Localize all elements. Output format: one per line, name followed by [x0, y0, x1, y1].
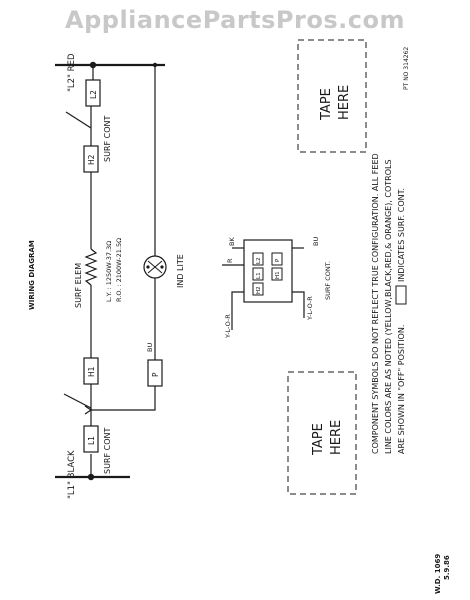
control-h2-label: H2	[256, 286, 262, 294]
main-circuit	[55, 61, 167, 481]
tape-left-line1: TAPE	[311, 423, 326, 456]
watermark: AppliancePartsPros.com	[65, 6, 405, 34]
control-y-left-lead	[231, 291, 244, 330]
control-h1-label: H1	[275, 271, 281, 279]
tape-right-dashed-box	[297, 39, 367, 153]
diagram-title: WIRING DIAGRAM	[28, 240, 36, 310]
control-bu-label: BU	[312, 237, 320, 246]
footer-wd-number: W.D. 1069	[434, 554, 442, 594]
tape-left-dashed-box	[287, 371, 357, 495]
note-line-1: COMPONENT SYMBOLS DO NOT REFLECT TRUE CO…	[371, 153, 380, 454]
ind-lite-filament-b	[147, 260, 163, 274]
surf-elem-label: SURF ELEM	[74, 263, 83, 308]
control-slot-h1	[271, 267, 283, 281]
control-slot-h2	[252, 282, 264, 296]
lower-wire-l1-tap	[90, 386, 156, 411]
l1-switch-blade	[63, 393, 92, 409]
h2-box-label: H2	[87, 154, 96, 165]
control-y-left-label: Y-L-O-R	[224, 314, 232, 339]
surf-control-detail: BK R BU Y-L-O-R Y-L-O-R L2 L1 H2 P H1 SU…	[222, 237, 332, 339]
footer-date: 5.9.86	[443, 555, 451, 580]
tape-here-right: TAPE HERE	[297, 39, 367, 153]
control-body	[243, 239, 293, 303]
control-slot-l1	[252, 267, 264, 281]
control-slot-p	[271, 252, 283, 266]
l1-terminal-label: "L1" BLACK	[67, 450, 77, 499]
diagram-notes: COMPONENT SYMBOLS DO NOT REFLECT TRUE CO…	[371, 153, 407, 454]
l2-switch-blade	[65, 111, 92, 129]
control-slot-l2	[252, 252, 264, 266]
surf-cont-left-label: SURF CONT	[103, 427, 112, 474]
tape-here-left: TAPE HERE	[287, 371, 357, 495]
control-l1-label: L1	[256, 272, 262, 279]
control-bk-label: BK	[228, 237, 236, 246]
l1-box-label: L1	[87, 436, 96, 445]
p-box-label: P	[151, 372, 160, 377]
elem-rating-ly: L.Y. : 1250W-37.3Ω	[105, 241, 113, 302]
note-line-3: ARE SHOWN IN "OFF" POSITION.	[397, 325, 406, 454]
ind-lite-pin-a	[146, 265, 150, 269]
note-surf-cont-symbol	[395, 285, 407, 305]
note-line-2: LINE COLORS ARE AS NOTED (YELLOW,BLACK,R…	[384, 159, 393, 454]
surf-cont-right-label: SURF CONT	[103, 115, 112, 162]
ind-lite-pin-b	[160, 265, 164, 269]
note-line-3b: INDICATES SURF. CONT.	[397, 188, 406, 282]
surf-elem-resistor	[84, 248, 98, 286]
bu-wire-label: BU	[146, 343, 154, 352]
l2-terminal-label: "L2" RED	[67, 53, 77, 92]
tape-right-line1: TAPE	[319, 88, 334, 121]
tape-left-line2: HERE	[329, 420, 344, 455]
elem-rating-ro: R.O. : 2100W-21.5Ω	[115, 238, 123, 302]
l2-box-label: L2	[89, 90, 98, 99]
main-circuit-labels: "L1" BLACK "L2" RED L1 H1 H2 L2 P SURF C…	[67, 53, 185, 499]
h1-box-label: H1	[87, 366, 96, 377]
tape-right-line2: HERE	[337, 85, 352, 120]
control-l2-label: L2	[256, 257, 262, 264]
ind-lite-label: IND LITE	[176, 254, 185, 288]
control-r-label: R	[226, 258, 234, 263]
part-number: PT NO 314262	[403, 47, 410, 90]
control-y-right-label: Y-L-O-R	[306, 296, 314, 321]
control-caption: SURF CONT.	[324, 261, 332, 300]
l1-tap-arrow	[84, 405, 93, 415]
control-p-label: P	[275, 258, 281, 262]
lower-wire-l2-junction	[152, 62, 158, 68]
control-y-right-lead	[292, 291, 305, 318]
